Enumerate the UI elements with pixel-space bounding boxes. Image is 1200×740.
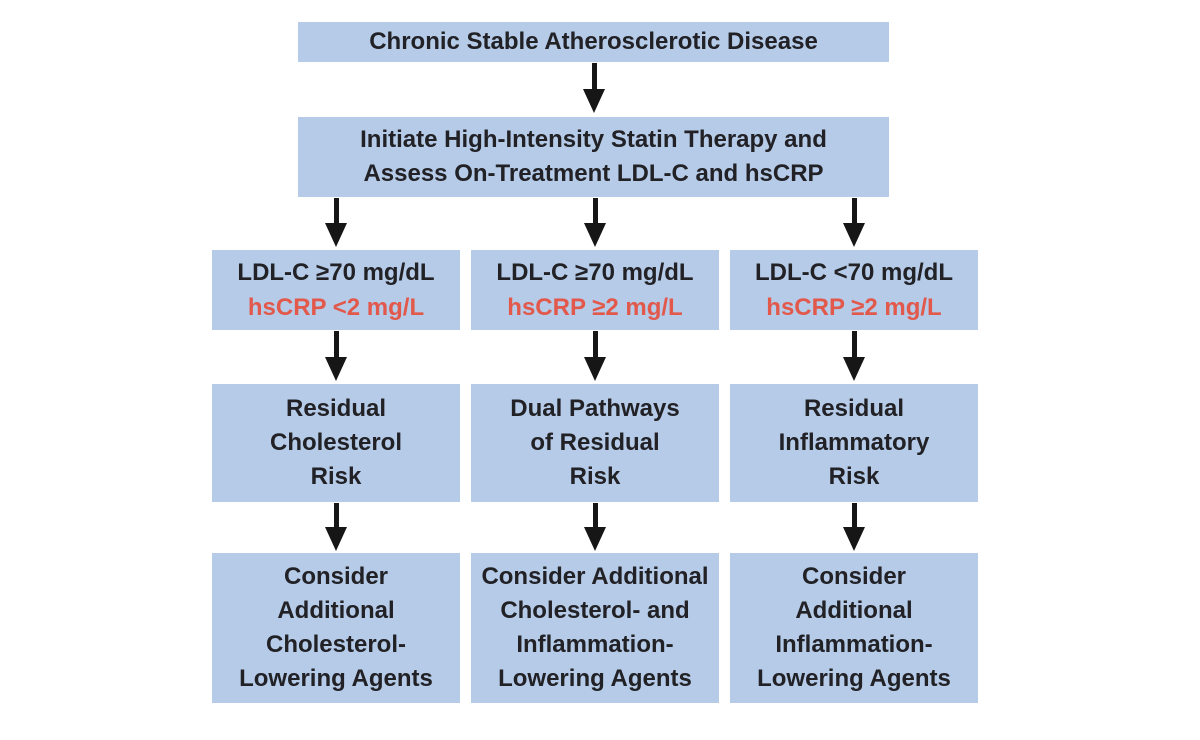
arrow-shaft: [851, 503, 857, 527]
arrow-head: [843, 223, 865, 247]
box-label: Dual Pathways of Residual Risk: [510, 395, 680, 490]
box-label: Chronic Stable Atherosclerotic Disease: [369, 28, 818, 55]
flow-arrow-down-icon: [584, 198, 606, 247]
arrow-head: [584, 527, 606, 551]
flow-arrow-down-icon: [325, 503, 347, 551]
box-label: Initiate High-Intensity Statin Therapy a…: [360, 126, 827, 187]
box-chronic-stable-atherosclerotic-disease: Chronic Stable Atherosclerotic Disease: [298, 22, 889, 62]
arrow-shaft: [851, 331, 857, 357]
box-label: Consider Additional Inflammation- Loweri…: [757, 563, 951, 692]
ldl-value: LDL-C ≥70 mg/dL: [237, 259, 435, 286]
flow-arrow-down-icon: [325, 331, 347, 381]
arrow-shaft: [851, 198, 857, 223]
arrow-head: [325, 223, 347, 247]
arrow-shaft: [591, 63, 597, 89]
hscrp-value: hsCRP <2 mg/L: [247, 294, 425, 321]
hscrp-value: hsCRP ≥2 mg/L: [507, 294, 683, 321]
arrow-head: [843, 527, 865, 551]
arrow-head: [325, 527, 347, 551]
arrow-head: [325, 357, 347, 381]
arrow-head: [584, 357, 606, 381]
arrow-shaft: [592, 198, 598, 223]
flow-arrow-down-icon: [584, 331, 606, 381]
box-consider-cholesterol-lowering-agents: Consider Additional Cholesterol- Lowerin…: [212, 553, 460, 703]
arrow-head: [584, 223, 606, 247]
arrow-head: [843, 357, 865, 381]
arrow-shaft: [333, 331, 339, 357]
box-criteria-col3: LDL-C <70 mg/dL hsCRP ≥2 mg/L: [730, 250, 978, 330]
box-label: Residual Cholesterol Risk: [269, 395, 403, 490]
flow-arrow-down-icon: [843, 331, 865, 381]
box-criteria-col2: LDL-C ≥70 mg/dL hsCRP ≥2 mg/L: [471, 250, 719, 330]
arrow-shaft: [592, 503, 598, 527]
box-residual-inflammatory-risk: Residual Inflammatory Risk: [730, 384, 978, 502]
arrow-shaft: [333, 198, 339, 223]
flow-arrow-down-icon: [843, 198, 865, 247]
flow-arrow-down-icon: [583, 63, 605, 113]
box-label: Consider Additional Cholesterol- Lowerin…: [239, 563, 433, 692]
box-label: Residual Inflammatory Risk: [778, 395, 930, 490]
box-consider-inflammation-lowering-agents: Consider Additional Inflammation- Loweri…: [730, 553, 978, 703]
ldl-value: LDL-C <70 mg/dL: [754, 259, 953, 286]
box-dual-pathways-residual-risk: Dual Pathways of Residual Risk: [471, 384, 719, 502]
box-criteria-col1: LDL-C ≥70 mg/dL hsCRP <2 mg/L: [212, 250, 460, 330]
box-residual-cholesterol-risk: Residual Cholesterol Risk: [212, 384, 460, 502]
arrow-shaft: [592, 331, 598, 357]
box-consider-cholesterol-and-inflammation-lowering-agents: Consider Additional Cholesterol- and Inf…: [471, 553, 719, 703]
hscrp-value: hsCRP ≥2 mg/L: [766, 294, 942, 321]
flow-arrow-down-icon: [325, 198, 347, 247]
arrow-shaft: [333, 503, 339, 527]
flow-arrow-down-icon: [584, 503, 606, 551]
flow-arrow-down-icon: [843, 503, 865, 551]
arrow-head: [583, 89, 605, 113]
ldl-value: LDL-C ≥70 mg/dL: [496, 259, 694, 286]
box-label: Consider Additional Cholesterol- and Inf…: [481, 563, 709, 692]
box-initiate-statin-therapy: Initiate High-Intensity Statin Therapy a…: [298, 117, 889, 197]
